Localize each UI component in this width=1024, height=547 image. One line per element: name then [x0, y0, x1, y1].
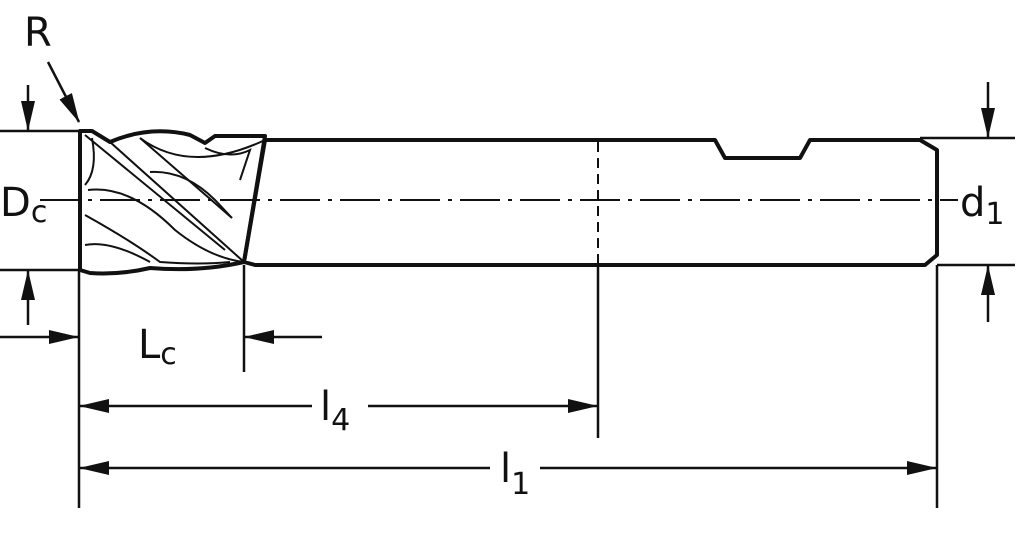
- label-r: R: [24, 10, 52, 56]
- label-d1: d1: [960, 180, 1004, 232]
- extension-lines: [0, 129, 1015, 508]
- label-l1: l1: [500, 446, 530, 502]
- dimension-arrows: [0, 61, 995, 475]
- label-dc: Dc: [0, 180, 47, 230]
- label-l4: l4: [320, 384, 350, 438]
- flute-lines: [84, 134, 266, 265]
- cutting-head: [78, 129, 267, 276]
- label-lc: Lc: [138, 322, 177, 372]
- r-arrow: [46, 61, 81, 123]
- tool-body: [78, 129, 939, 276]
- shank: [242, 138, 939, 267]
